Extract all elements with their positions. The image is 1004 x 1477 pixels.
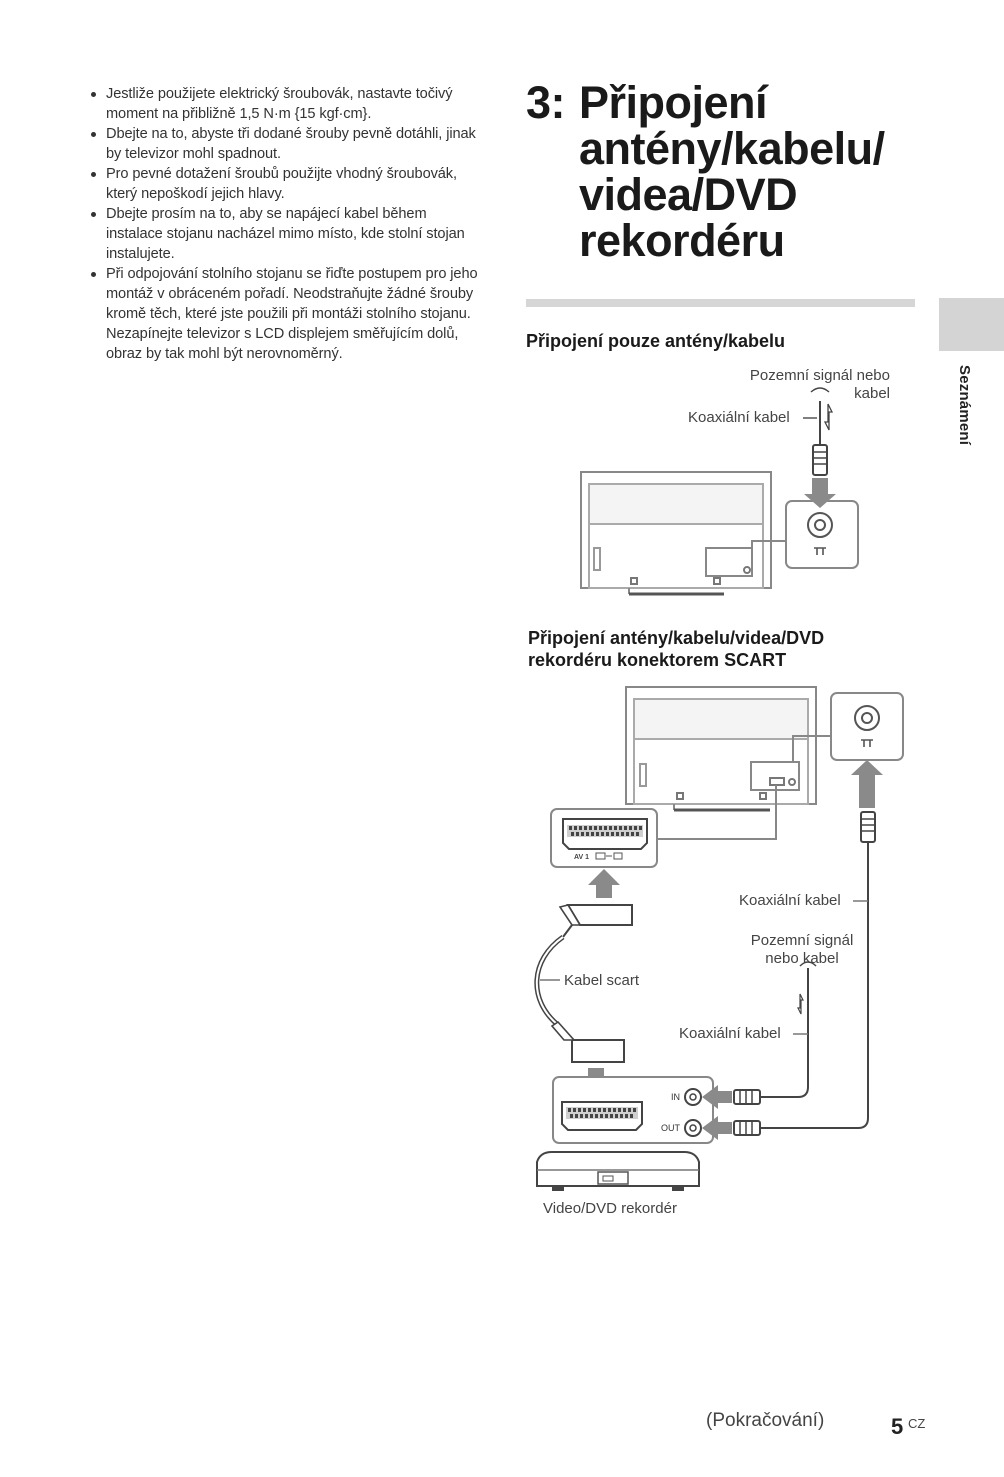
port-out-label: OUT bbox=[661, 1123, 681, 1133]
coax-cable-in bbox=[760, 968, 809, 1098]
list-item: Dbejte na to, abyste tři dodané šrouby p… bbox=[86, 124, 486, 164]
scart-socket-callout bbox=[550, 785, 777, 868]
coax-label-top: Koaxiální kabel bbox=[739, 892, 841, 909]
title-line: rekordéru bbox=[579, 215, 785, 266]
label-line: nebo kabel bbox=[765, 950, 839, 967]
signal-label-1: Pozemní signál nebo kabel bbox=[706, 367, 890, 403]
coax-label-bottom: Koaxiální kabel bbox=[679, 1025, 781, 1042]
chapter-tab-label: Seznámení bbox=[956, 365, 973, 446]
antenna-jack-callout-2 bbox=[792, 692, 904, 808]
signal-arrow-icon bbox=[797, 993, 804, 1015]
arrow-left-icon bbox=[702, 1085, 732, 1109]
recorder-ports-callout bbox=[552, 1076, 714, 1144]
coax-plug-out bbox=[733, 1120, 761, 1136]
section-divider bbox=[526, 299, 915, 307]
coax-cable-out bbox=[760, 840, 869, 1129]
coax-plug-tv bbox=[860, 811, 876, 843]
av1-port-label: AV 1 bbox=[574, 854, 589, 861]
chapter-tab bbox=[939, 298, 1004, 351]
title-number: 3: bbox=[526, 77, 566, 128]
heading-line: rekordéru konektorem SCART bbox=[528, 650, 787, 670]
coax-plug-1 bbox=[803, 387, 836, 508]
title-line: antény/kabelu/ bbox=[579, 123, 885, 174]
label-line: Pozemní signál bbox=[750, 932, 854, 949]
signal-label-2: Pozemní signál nebo kabel bbox=[746, 932, 858, 968]
title-line: videa/DVD bbox=[579, 169, 798, 220]
page-number: 5 bbox=[891, 1414, 904, 1439]
heading-line: Připojení antény/kabelu/videa/DVD bbox=[528, 628, 825, 648]
scart-cable-label: Kabel scart bbox=[564, 972, 640, 989]
recorder-label: Video/DVD rekordér bbox=[543, 1200, 677, 1217]
safety-notes-list: Jestliže použijete elektrický šroubovák,… bbox=[86, 84, 486, 364]
label-line: Pozemní signál nebo bbox=[749, 367, 890, 384]
page-language: CZ bbox=[908, 1416, 926, 1431]
coax-label-1: Koaxiální kabel bbox=[688, 409, 790, 426]
list-item: Pro pevné dotažení šroubů použijte vhodn… bbox=[86, 164, 486, 204]
continued-note: (Pokračování) bbox=[706, 1410, 825, 1431]
port-in-label: IN bbox=[671, 1092, 680, 1102]
list-item: Při odpojování stolního stojanu se řiďte… bbox=[86, 264, 486, 364]
scart-cable bbox=[534, 904, 633, 1063]
coax-plug-in bbox=[733, 1089, 761, 1105]
list-item: Jestliže použijete elektrický šroubovák,… bbox=[86, 84, 486, 124]
tv-rear-diagram-1 bbox=[580, 471, 772, 596]
arrow-up-icon bbox=[588, 869, 620, 898]
section-heading-antenna: Připojení pouze antény/kabelu bbox=[526, 331, 786, 351]
antenna-jack-callout-1 bbox=[751, 500, 859, 569]
list-item: Dbejte prosím na to, aby se napájecí kab… bbox=[86, 204, 486, 264]
section-heading-scart: Připojení antény/kabelu/videa/DVD rekord… bbox=[528, 627, 918, 671]
title-line: Připojení bbox=[579, 77, 768, 128]
label-line: kabel bbox=[854, 385, 890, 402]
dvd-recorder bbox=[536, 1151, 700, 1191]
tv-rear-diagram-2 bbox=[625, 686, 817, 812]
arrow-left-icon bbox=[702, 1116, 732, 1140]
